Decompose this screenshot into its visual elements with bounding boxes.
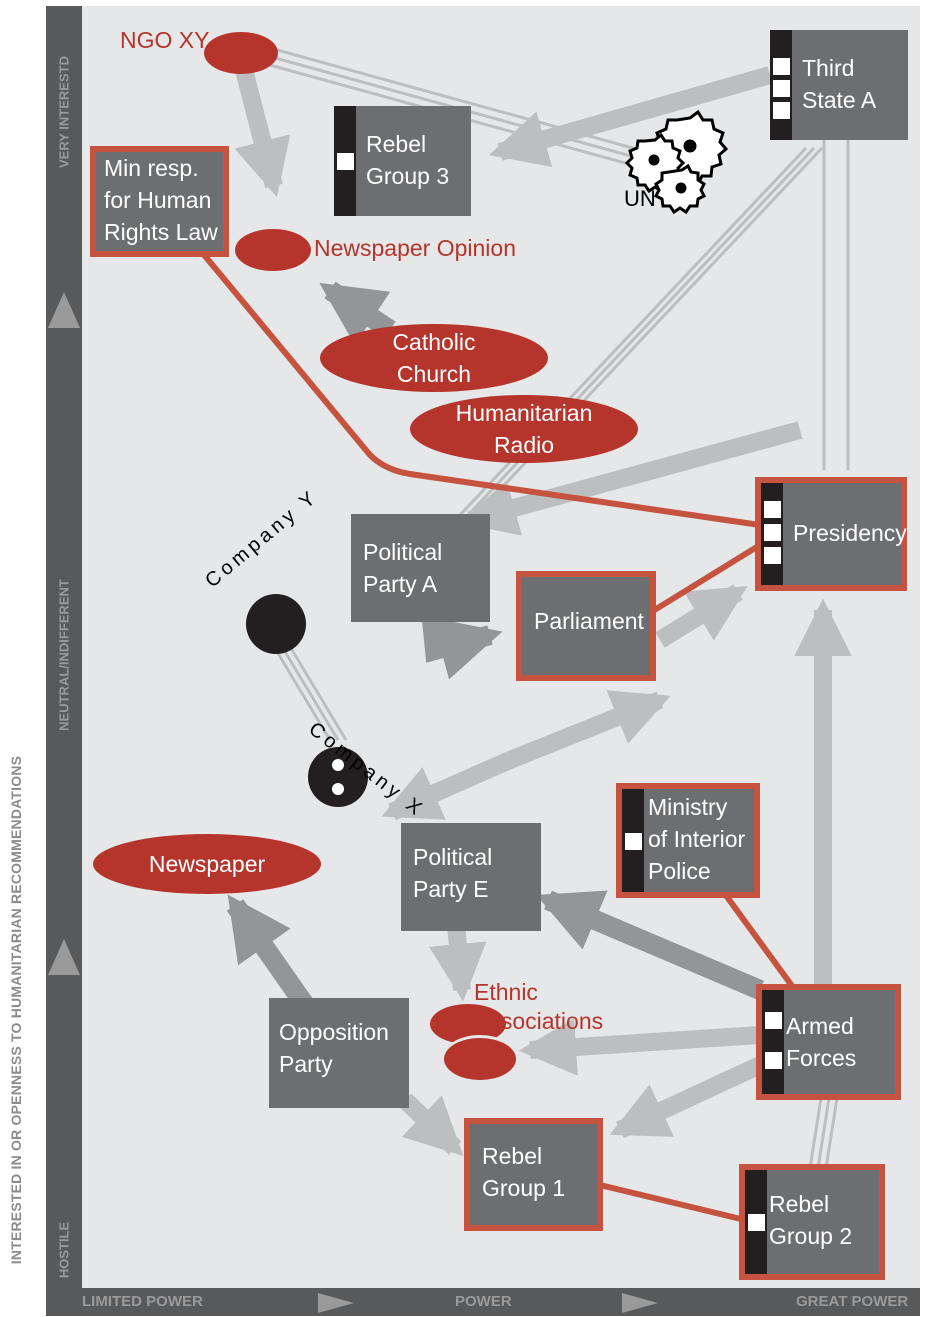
third-state-a: Third State A: [770, 30, 908, 140]
presidency: Presidency: [761, 483, 907, 585]
political-party-e: Political Party E: [401, 823, 541, 931]
political-party-a: Political Party A: [351, 514, 490, 622]
y-axis-title: INTERESTED IN OR OPENNESS TO HUMANITARIA…: [8, 755, 24, 1265]
ngo-xy-label: NGO XY: [120, 27, 210, 53]
x-axis-bar: [46, 1288, 920, 1316]
company-y-circle: [246, 594, 306, 654]
influence-lines: [197, 248, 798, 1223]
armed-forces-label: Armed Forces: [786, 1013, 857, 1071]
opposition-party: Opposition Party: [269, 998, 409, 1108]
un-cogs-icon: [624, 109, 729, 215]
light-arrows: [234, 66, 852, 1156]
rebel-group-3: Rebel Group 3: [334, 106, 471, 216]
un-label: UN: [624, 186, 656, 211]
y-label-mid: NEUTRAL/INDIFFERENT: [56, 579, 72, 731]
political-party-a-label: Political Party A: [363, 539, 443, 597]
y-axis-bar: [46, 6, 82, 1288]
y-label-top: VERY INTERESTD: [56, 56, 72, 168]
armed-forces: Armed Forces: [762, 990, 895, 1094]
ethnic-oval-bottom: [444, 1038, 516, 1080]
y-label-bottom: HOSTILE: [56, 1221, 72, 1279]
catholic-church-label: Catholic Church: [392, 329, 476, 387]
newspaper-label: Newspaper: [148, 851, 266, 877]
rebel-group-3-label: Rebel Group 3: [366, 131, 450, 189]
rebel-group-1: Rebel Group 1: [470, 1124, 597, 1225]
newspaper: Newspaper: [93, 834, 321, 894]
opposition-party-label: Opposition Party: [279, 1019, 389, 1077]
catholic-church: Catholic Church: [320, 324, 548, 392]
min-human-rights-label: Min resp. for Human Rights Law: [104, 155, 218, 245]
ethnic-oval-top: [430, 1004, 506, 1044]
political-party-e-label: Political Party E: [413, 844, 493, 902]
min-human-rights-law: Min resp. for Human Rights Law: [96, 152, 223, 251]
parliament: Parliament: [522, 577, 650, 675]
parliament-label: Parliament: [534, 608, 644, 634]
x-label-mid: POWER: [455, 1293, 512, 1310]
humanitarian-radio: Humanitarian Radio: [410, 395, 638, 463]
presidency-label: Presidency: [793, 520, 907, 546]
y-axis-arrow-lower: [48, 939, 80, 975]
company-x-dot: [332, 783, 344, 795]
ministry-label: Ministry of Interior Police: [648, 794, 746, 884]
company-x-circle: [308, 747, 368, 807]
ministry-interior-police: Ministry of Interior Police: [622, 789, 754, 892]
x-axis-arrow-left: [318, 1293, 354, 1313]
company-x-dot: [332, 759, 344, 771]
rebel-group-2: Rebel Group 2: [745, 1170, 879, 1274]
x-label-left: LIMITED POWER: [82, 1293, 203, 1310]
rebel-group-1-label: Rebel Group 1: [482, 1143, 566, 1201]
y-axis-arrow-upper: [48, 292, 80, 328]
ngo-xy-oval: [204, 32, 278, 74]
rebel-group-2-label: Rebel Group 2: [769, 1191, 853, 1249]
newspaper-opinion-oval: [235, 229, 311, 271]
ethnic-associations-label: Ethnic Associations: [474, 978, 644, 1036]
x-label-right: GREAT POWER: [796, 1293, 909, 1310]
third-state-a-label: Third State A: [802, 55, 877, 113]
newspaper-opinion-label: Newspaper Opinion: [314, 235, 517, 261]
ethnic-associations-text: Ethnic Associations: [474, 979, 604, 1034]
x-axis-arrow-right: [622, 1293, 658, 1313]
humanitarian-radio-label: Humanitarian Radio: [455, 400, 593, 458]
